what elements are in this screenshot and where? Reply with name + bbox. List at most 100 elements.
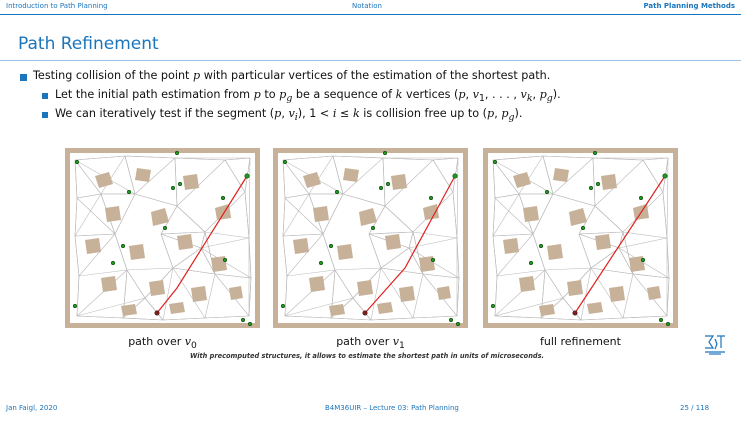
path-vertex xyxy=(328,244,333,249)
figure-full-refinement xyxy=(483,148,678,328)
path-vertex xyxy=(223,258,228,263)
obstacle xyxy=(569,208,587,226)
obstacle xyxy=(121,304,137,316)
header-divider xyxy=(0,14,741,15)
obstacle xyxy=(377,302,393,314)
obstacle xyxy=(647,286,661,300)
path-vertex xyxy=(379,185,384,190)
obstacle xyxy=(523,206,539,222)
obstacle xyxy=(343,168,359,182)
bullet-sub-2: We can iteratively test if the segment (… xyxy=(55,107,523,124)
obstacle xyxy=(135,168,151,182)
sub-bullet-marker xyxy=(42,93,48,99)
path-vertex xyxy=(456,322,461,327)
path-vertex xyxy=(178,181,183,186)
obstacle xyxy=(391,174,407,190)
caption-path-over-v1: path over v1 xyxy=(336,335,405,352)
obstacle xyxy=(503,238,519,254)
sub-bullet-marker xyxy=(42,112,48,118)
path-vertex xyxy=(371,226,376,231)
obstacle xyxy=(229,286,243,300)
header-section-intro[interactable]: Introduction to Path Planning xyxy=(6,2,108,10)
path-vertex xyxy=(110,261,115,266)
path-vertex xyxy=(639,195,644,200)
goal-point xyxy=(662,173,668,179)
obstacle xyxy=(95,172,113,188)
path-vertex xyxy=(659,318,664,323)
caption-full-refinement: full refinement xyxy=(540,335,621,348)
obstacle xyxy=(567,280,583,296)
goal-point xyxy=(244,173,250,179)
slide-title: Path Refinement xyxy=(18,34,159,54)
obstacle xyxy=(183,174,199,190)
obstacle xyxy=(149,280,165,296)
obstacle xyxy=(595,234,611,250)
obstacle xyxy=(329,304,345,316)
header-section-notation[interactable]: Notation xyxy=(352,2,382,10)
obstacle xyxy=(105,206,121,222)
obstacle xyxy=(293,238,309,254)
path-vertex xyxy=(73,304,78,309)
obstacle xyxy=(437,286,451,300)
bullet-marker xyxy=(20,74,27,81)
start-point xyxy=(572,310,578,316)
header-section-methods[interactable]: Path Planning Methods xyxy=(643,2,735,10)
path-vertex xyxy=(221,195,226,200)
path-vertex xyxy=(386,181,391,186)
path-vertex xyxy=(383,150,388,156)
obstacle xyxy=(303,172,321,188)
footer-page-number: 25 / 118 xyxy=(680,404,710,412)
path-vertex xyxy=(429,195,434,200)
obstacle xyxy=(553,168,569,182)
bullet-main: Testing collision of the point p with pa… xyxy=(33,69,551,82)
obstacle xyxy=(539,304,555,316)
obstacle xyxy=(357,280,373,296)
obstacle xyxy=(423,204,439,220)
figure-path-over-v0 xyxy=(65,148,260,328)
obstacle xyxy=(313,206,329,222)
obstacle xyxy=(129,244,145,260)
obstacle xyxy=(399,286,415,302)
path-vertex xyxy=(493,160,498,165)
university-logo xyxy=(705,335,725,355)
footer-author: Jan Faigl, 2020 xyxy=(6,404,58,412)
obstacle xyxy=(101,276,117,292)
obstacle xyxy=(151,208,169,226)
obstacle xyxy=(337,244,353,260)
visibility-graph xyxy=(282,155,460,321)
obstacle xyxy=(601,174,617,190)
path-vertex xyxy=(241,318,246,323)
obstacle xyxy=(513,172,531,188)
figure-path-over-v1 xyxy=(273,148,468,328)
path-vertex xyxy=(334,189,339,194)
path-vertex xyxy=(596,181,601,186)
path-vertex xyxy=(431,258,436,263)
obstacle xyxy=(587,302,603,314)
path-vertex xyxy=(449,318,454,323)
path-vertex xyxy=(538,244,543,249)
obstacle xyxy=(547,244,563,260)
shortest-path xyxy=(156,175,248,314)
path-vertex xyxy=(544,189,549,194)
path-vertex xyxy=(281,304,286,309)
path-vertex xyxy=(666,322,671,327)
obstacle xyxy=(85,238,101,254)
visibility-graph xyxy=(74,155,252,321)
obstacle xyxy=(309,276,325,292)
path-vertex xyxy=(75,160,80,165)
path-vertex xyxy=(318,261,323,266)
path-vertex xyxy=(593,150,598,156)
obstacle xyxy=(359,208,377,226)
path-vertex xyxy=(641,258,646,263)
path-vertex xyxy=(163,226,168,231)
shortest-path xyxy=(574,175,666,314)
path-vertex xyxy=(175,150,180,156)
path-vertex xyxy=(120,244,125,249)
obstacle xyxy=(191,286,207,302)
goal-point xyxy=(452,173,458,179)
start-point xyxy=(362,310,368,316)
title-underline xyxy=(0,60,741,61)
path-vertex xyxy=(581,226,586,231)
path-vertex xyxy=(528,261,533,266)
path-vertex xyxy=(491,304,496,309)
